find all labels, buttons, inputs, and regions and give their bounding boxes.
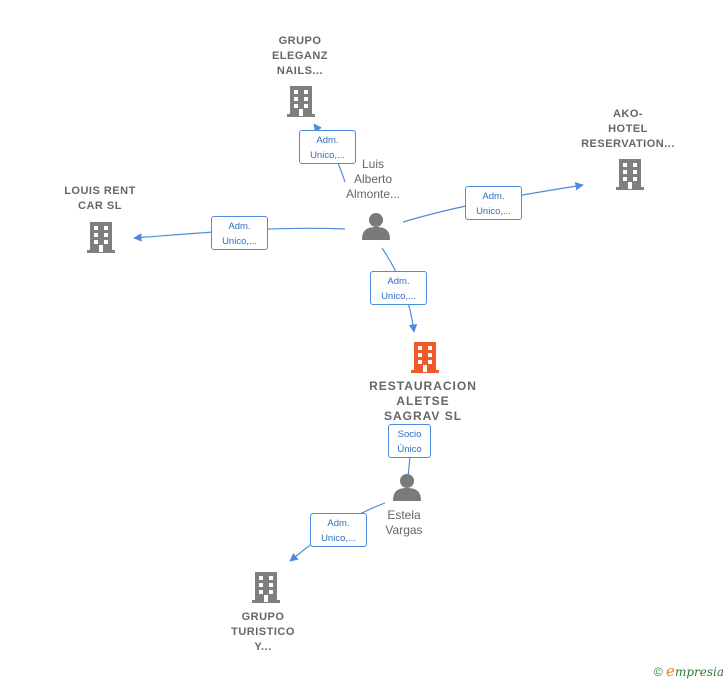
edge-label-adm-unico[interactable]: Adm. Unico,... [310,513,367,547]
building-icon[interactable] [411,342,439,373]
person-icon[interactable] [362,213,390,240]
node-label-grupo-turistico[interactable]: GRUPO TURISTICO Y... [231,611,295,653]
building-icon[interactable] [252,572,280,603]
building-icon[interactable] [287,86,315,117]
node-label-ako-hotel[interactable]: AKO- HOTEL RESERVATION... [581,108,675,150]
empresia-logo: empresia [666,662,724,680]
edge-label-adm-unico[interactable]: Adm. Unico,... [370,271,427,305]
person-icon[interactable] [393,474,421,501]
node-label-louis-rent[interactable]: LOUIS RENT CAR SL [64,185,136,212]
node-label-restauracion[interactable]: RESTAURACION ALETSE SAGRAV SL [369,379,477,423]
empresia-watermark: © empresia [654,662,724,680]
node-label-grupo-eleganz[interactable]: GRUPO ELEGANZ NAILS... [271,35,329,77]
edge-label-socio-unico[interactable]: Socio Único [388,424,431,458]
building-icon[interactable] [87,222,115,253]
building-icon[interactable] [616,159,644,190]
node-label-luis-alberto[interactable]: Luis Alberto Almonte... [345,157,401,201]
edge-label-adm-unico[interactable]: Adm. Unico,... [465,186,522,220]
edge-label-adm-unico[interactable]: Adm. Unico,... [211,216,268,250]
edge-label-adm-unico[interactable]: Adm. Unico,... [299,130,356,164]
copyright-symbol: © [653,665,663,679]
node-label-estela[interactable]: Estela Vargas [385,508,423,537]
